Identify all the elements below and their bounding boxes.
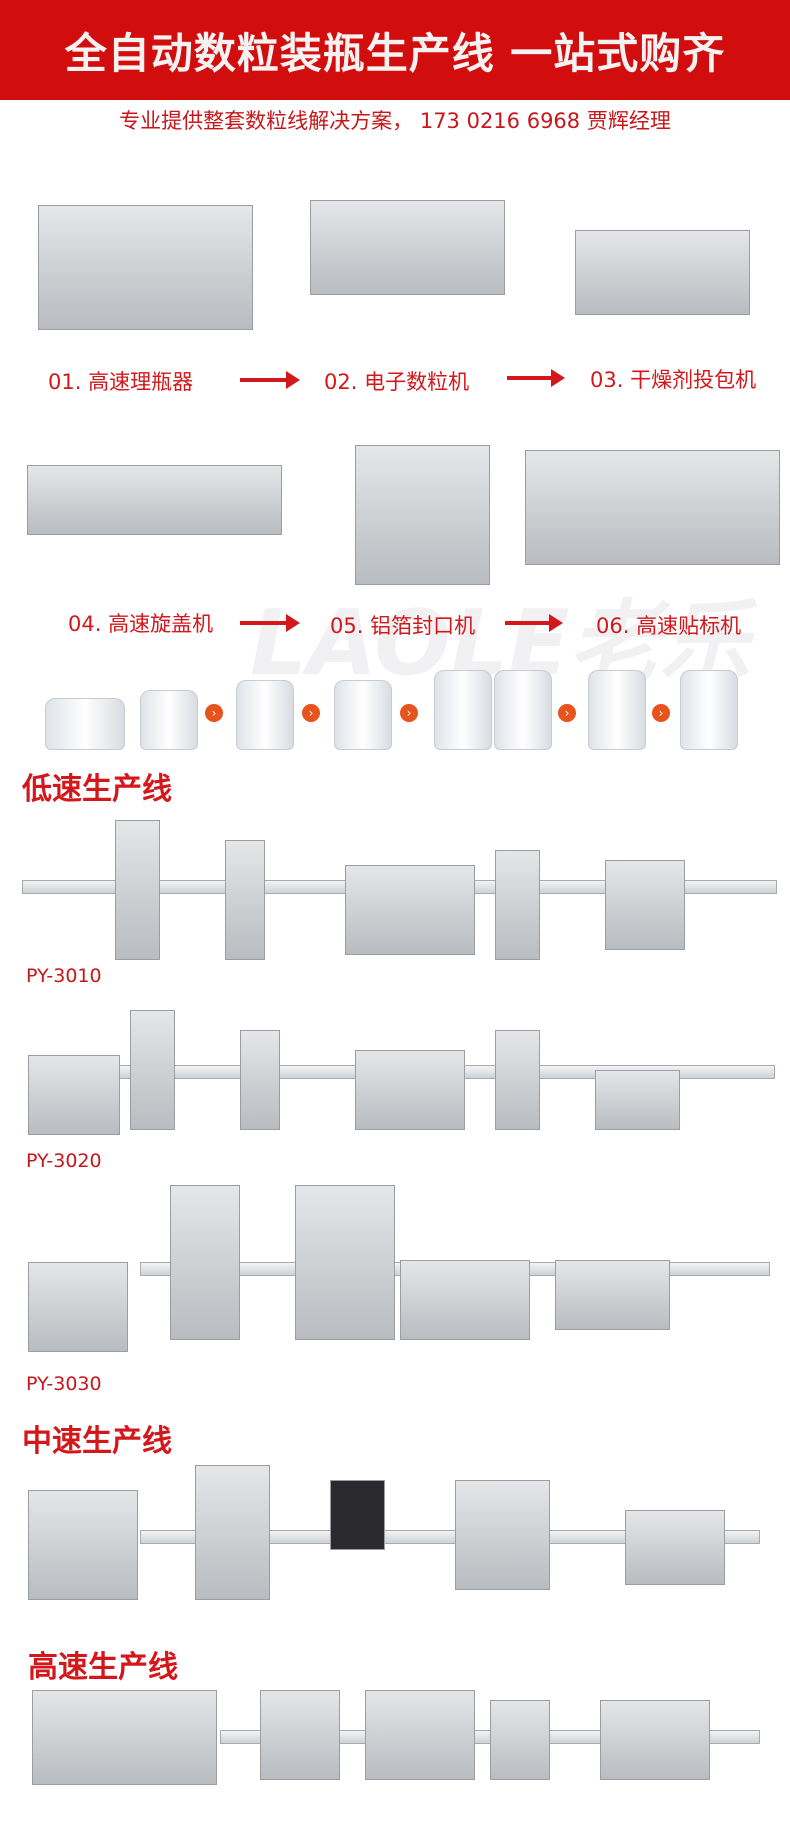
machine-image xyxy=(495,1030,540,1130)
labeler-image xyxy=(525,450,780,565)
machine-image xyxy=(32,1690,217,1785)
bottle-image xyxy=(236,680,294,750)
machine-image xyxy=(400,1260,530,1340)
machine-image xyxy=(28,1490,138,1600)
flow-arrow-icon: › xyxy=(302,704,320,722)
arrow-icon xyxy=(240,614,300,632)
machine-image xyxy=(555,1260,670,1330)
step-label: 01. 高速理瓶器 xyxy=(48,370,194,394)
bottle-image xyxy=(434,670,492,750)
section-title-low-speed: 低速生产线 xyxy=(22,772,172,807)
step-label: 05. 铝箔封口机 xyxy=(330,614,476,638)
machine-image xyxy=(240,1030,280,1130)
tablet-counter-image xyxy=(310,200,505,295)
step-label: 03. 干燥剂投包机 xyxy=(590,368,757,392)
desiccant-inserter-image xyxy=(575,230,750,315)
step-label: 06. 高速贴标机 xyxy=(596,614,742,638)
bottle-image xyxy=(334,680,392,750)
section-title-mid-speed: 中速生产线 xyxy=(22,1424,172,1459)
flow-arrow-icon: › xyxy=(400,704,418,722)
section-title-high-speed: 高速生产线 xyxy=(28,1650,178,1685)
model-label: PY-3030 xyxy=(26,1373,102,1395)
machine-image xyxy=(115,820,160,960)
page-title: 全自动数粒装瓶生产线 一站式购齐 xyxy=(0,0,790,100)
machine-image xyxy=(625,1510,725,1585)
machine-image xyxy=(295,1185,395,1340)
machine-image xyxy=(595,1070,680,1130)
bottle-unscrambler-image xyxy=(38,205,253,330)
capping-machine-image xyxy=(27,465,282,535)
flow-arrow-icon: › xyxy=(205,704,223,722)
flow-arrow-icon: › xyxy=(652,704,670,722)
foil-sealer-image xyxy=(355,445,490,585)
bottle-image xyxy=(140,690,198,750)
machine-image xyxy=(605,860,685,950)
bottle-image xyxy=(680,670,738,750)
machine-image xyxy=(28,1055,120,1135)
machine-image xyxy=(455,1480,550,1590)
machine-image xyxy=(600,1700,710,1780)
step-label: 04. 高速旋盖机 xyxy=(68,612,214,636)
machine-image xyxy=(490,1700,550,1780)
arrow-icon xyxy=(507,369,565,387)
machine-image xyxy=(345,865,475,955)
machine-image xyxy=(225,840,265,960)
bottle-image xyxy=(45,698,125,750)
machine-image xyxy=(260,1690,340,1780)
arrow-icon xyxy=(240,371,300,389)
machine-image xyxy=(170,1185,240,1340)
machine-image xyxy=(195,1465,270,1600)
contact-subtitle: 专业提供整套数粒线解决方案， 173 0216 6968 贾辉经理 xyxy=(119,109,671,133)
bottle-image xyxy=(494,670,552,750)
machine-image xyxy=(330,1480,385,1550)
model-label: PY-3010 xyxy=(26,965,102,987)
conveyor xyxy=(140,1530,760,1544)
machine-image xyxy=(495,850,540,960)
flow-arrow-icon: › xyxy=(558,704,576,722)
machine-image xyxy=(28,1262,128,1352)
machine-image xyxy=(365,1690,475,1780)
bottle-image xyxy=(588,670,646,750)
machine-image xyxy=(355,1050,465,1130)
model-label: PY-3020 xyxy=(26,1150,102,1172)
machine-image xyxy=(130,1010,175,1130)
arrow-icon xyxy=(505,614,563,632)
step-label: 02. 电子数粒机 xyxy=(324,370,470,394)
